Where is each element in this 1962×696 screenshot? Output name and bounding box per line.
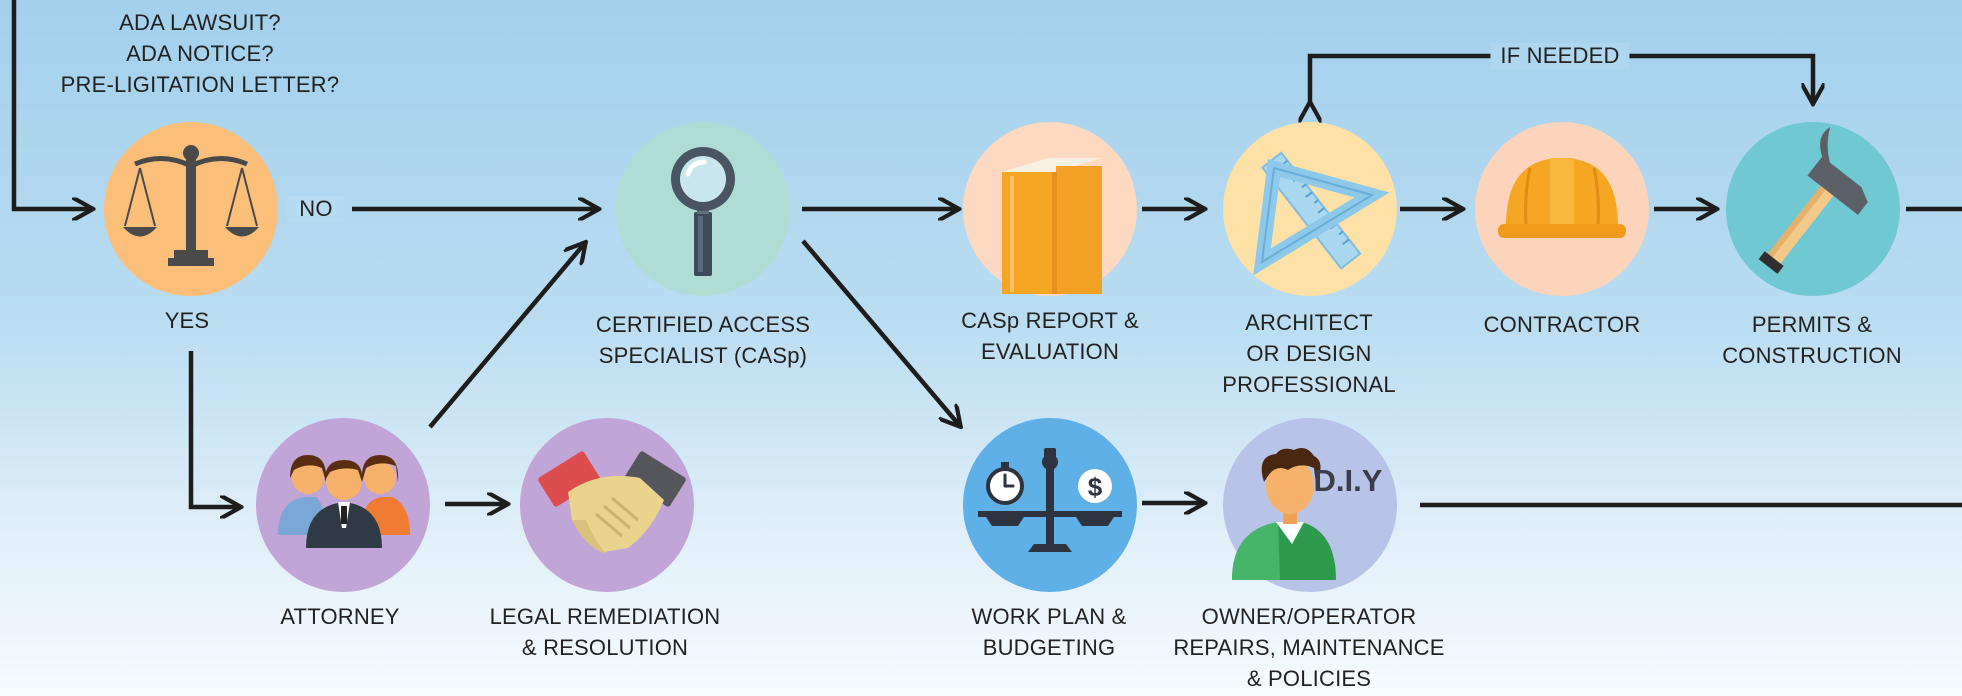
node-legal bbox=[520, 418, 694, 592]
budget-scale-icon: $ bbox=[978, 448, 1122, 552]
arrow-yes-to-attorney bbox=[188, 351, 240, 507]
node-contractor bbox=[1475, 122, 1649, 296]
arrow-attorney-to-casp bbox=[428, 243, 585, 429]
node-casp-report bbox=[963, 122, 1137, 296]
people-icon bbox=[278, 455, 410, 548]
node-attorney bbox=[256, 418, 430, 592]
yes-label: YES bbox=[164, 308, 210, 333]
step-label-permits: PERMITS & CONSTRUCTION bbox=[1722, 312, 1902, 368]
dollar-symbol: $ bbox=[1088, 472, 1103, 502]
node-casp bbox=[616, 122, 790, 296]
hammer-icon bbox=[1758, 127, 1868, 274]
question-text: ADA LAWSUIT? ADA NOTICE? PRE-LIGITATION … bbox=[60, 10, 340, 97]
step-label-contractor: CONTRACTOR bbox=[1483, 312, 1641, 337]
arrow-casp-to-workplan bbox=[801, 239, 960, 426]
step-label-architect: ARCHITECT OR DESIGN PROFESSIONAL bbox=[1222, 310, 1396, 397]
hard-hat-icon bbox=[1498, 158, 1626, 238]
step-label-casp-report: CASp REPORT & EVALUATION bbox=[961, 308, 1139, 364]
scales-icon bbox=[123, 145, 259, 266]
magnifier-icon bbox=[671, 147, 735, 276]
step-label-attorney: ATTORNEY bbox=[280, 604, 400, 629]
step-label-work-plan: WORK PLAN & BUDGETING bbox=[971, 604, 1127, 660]
step-label-casp: CERTIFIED ACCESS SPECIALIST (CASp) bbox=[595, 312, 811, 368]
person-icon bbox=[1232, 448, 1336, 580]
node-scales bbox=[104, 122, 278, 296]
node-work-plan: $ bbox=[963, 418, 1137, 592]
drafting-tools-icon bbox=[1253, 151, 1390, 276]
step-label-owner: OWNER/OPERATOR REPAIRS, MAINTENANCE & PO… bbox=[1173, 604, 1445, 691]
if-needed-label: IF NEEDED bbox=[1490, 43, 1630, 69]
node-permits bbox=[1726, 122, 1900, 296]
arrow-start-to-scales bbox=[11, 0, 92, 209]
step-label-legal: LEGAL REMEDIATION & RESOLUTION bbox=[489, 604, 721, 660]
diy-text: D.I.Y bbox=[1314, 463, 1383, 498]
book-icon bbox=[1002, 158, 1102, 294]
node-owner: D.I.Y bbox=[1223, 418, 1397, 592]
node-architect bbox=[1223, 122, 1397, 296]
no-label: NO bbox=[287, 196, 345, 222]
handshake-icon bbox=[538, 451, 686, 554]
